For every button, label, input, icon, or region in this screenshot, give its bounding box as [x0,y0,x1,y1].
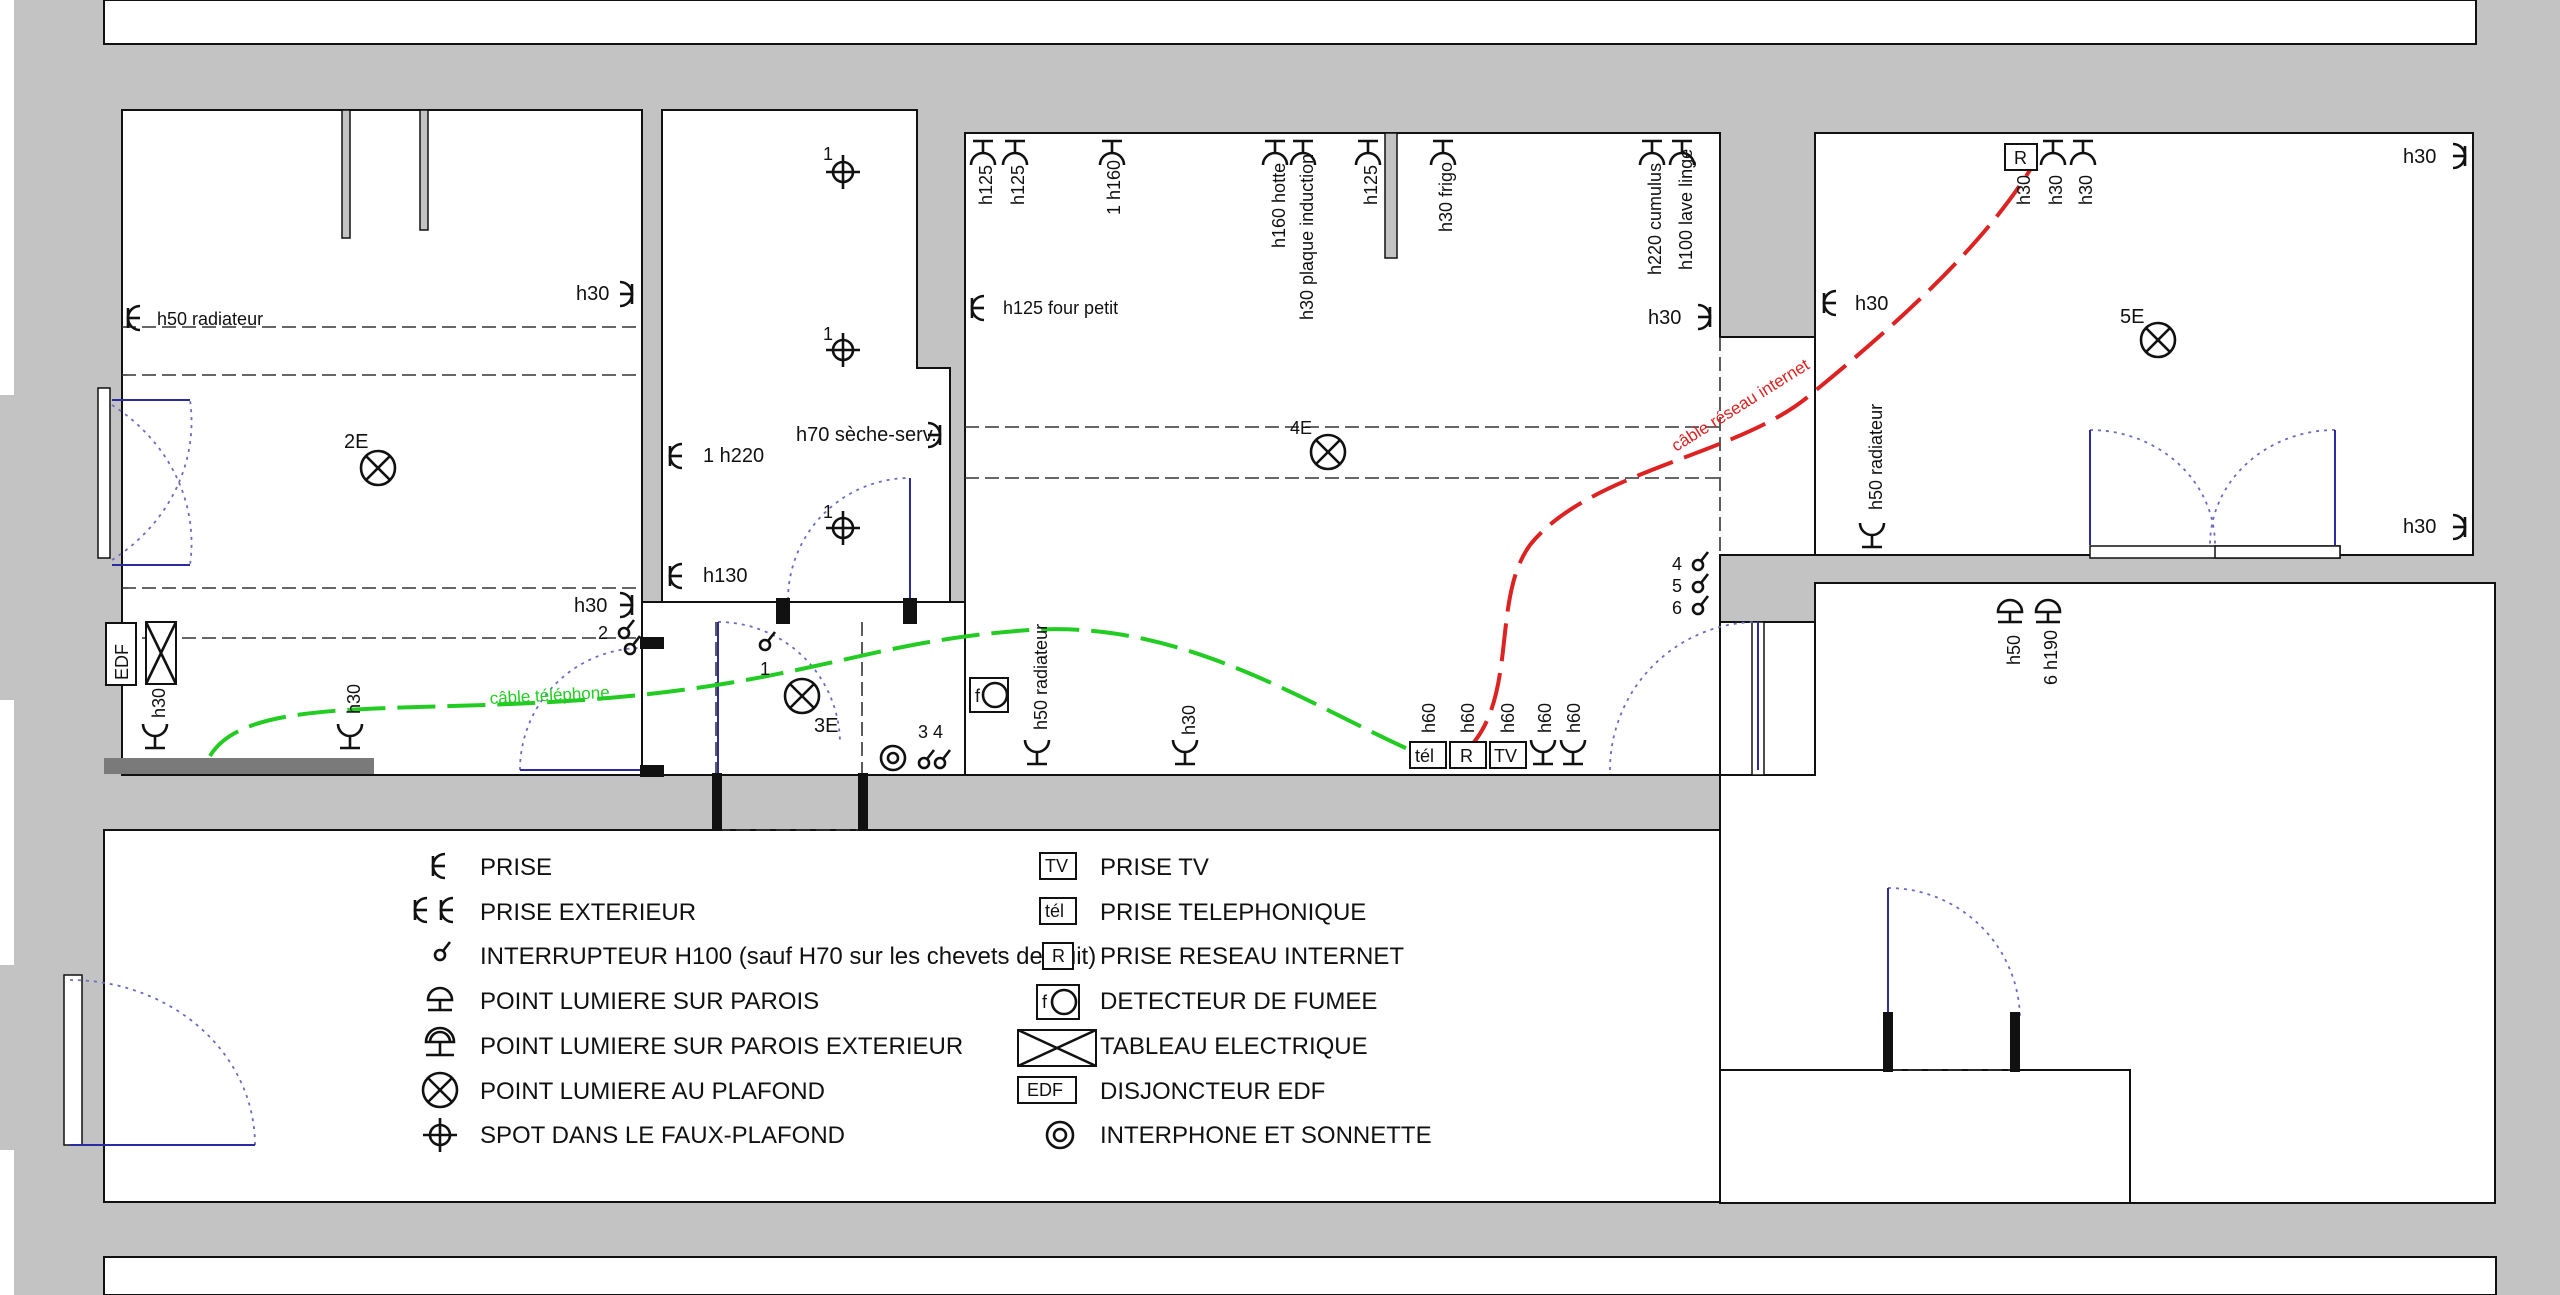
plan-label: R [2014,148,2027,168]
plan-label: 5 [1672,576,1682,596]
room-5e: R h30 h30 h30 h30 h30 5E h50 radiateur h… [1822,139,2467,685]
internet-socket-top [2004,143,2038,171]
legend-tableau: TABLEAU ELECTRIQUE [1100,1033,1368,1060]
plan-label: h30 [2014,175,2034,205]
plan-label: h30 plaque induction [1297,154,1317,320]
plan-label: R [1052,946,1065,966]
plan-label: 3 4 [918,722,943,742]
legend-prise: PRISE [480,854,552,881]
plan-label: 6 [1672,598,1682,618]
legend-pl-parois-ext: POINT LUMIERE SUR PAROIS EXTERIEUR [480,1033,963,1060]
plan-label: h30 [2076,175,2096,205]
plan-label: R [1460,746,1473,766]
plan-label: f [975,686,981,706]
legend-interrupteur: INTERRUPTEUR H100 (sauf H70 sur les chev… [480,943,1096,970]
legend-prise-tel: PRISE TELEPHONIQUE [1100,899,1366,926]
plan-label: 5E [2120,306,2144,328]
room-2e: h50 radiateur h30 2E h30 2 EDF h30 h30 c… [105,280,642,750]
plan-label: h30 [2403,516,2436,538]
plan-label: 4 [1672,554,1682,574]
internet-cable [1463,168,2032,754]
plan-label: 1 [823,502,833,522]
legend: PRISE PRISE EXTERIEUR INTERRUPTEUR H100 … [413,852,1432,1154]
plan-label: 1 [760,659,770,679]
plan-label: tél [1415,746,1434,766]
plan-label: 1 h220 [703,445,764,467]
plan-label: tél [1045,901,1064,921]
plan-label: 3E [814,715,838,737]
plan-label: h50 [2004,635,2024,665]
legend-pl-plafond: POINT LUMIERE AU PLAFOND [480,1078,825,1105]
telephone-cable [208,627,1411,758]
electric-panel [144,621,178,685]
plan-label: h30 [1855,293,1888,315]
jambs [640,598,2020,1072]
internet-socket [1449,741,1487,769]
plan-label: h60 [1498,703,1518,733]
plan-label: 4E [1290,418,1312,438]
legend-prise-ext: PRISE EXTERIEUR [480,899,696,926]
plan-label: h60 [1458,703,1478,733]
plan-label: h50 radiateur [157,309,263,329]
plan-label: 1 [823,324,833,344]
plan-label: 6 h190 [2041,630,2061,685]
plan-label: h30 [574,595,607,617]
plan-label: h30 [344,684,364,714]
legend-disjoncteur: DISJONCTEUR EDF [1100,1078,1325,1105]
plan-label: h130 [703,565,748,587]
plan-label: h220 cumulus [1645,163,1665,275]
legend-detecteur: DETECTEUR DE FUMEE [1100,988,1377,1015]
legend-pl-parois: POINT LUMIERE SUR PAROIS [480,988,819,1015]
plan-label: h50 radiateur [1866,404,1886,510]
plan-label: h30 [2046,175,2066,205]
plan-label: TV [1494,746,1517,766]
plan-label: h160 hotte [1269,163,1289,248]
legend-prise-net: PRISE RESEAU INTERNET [1100,943,1404,970]
plan-label: h30 [1648,307,1681,329]
plan-label: h50 radiateur [1031,624,1051,730]
plan-label: h30 [2403,146,2436,168]
legend-interphone: INTERPHONE ET SONNETTE [1100,1122,1432,1149]
plan-label: h125 [1361,165,1381,205]
plan-label: h60 [1564,703,1584,733]
plan-label: h70 sèche-serv. [796,424,937,446]
plan-label: h30 [149,688,169,718]
plan-label: 1 [823,144,833,164]
legend-spot: SPOT DANS LE FAUX-PLAFOND [480,1122,845,1149]
plan-label: h125 [976,165,996,205]
plan-label: TV [1045,856,1068,876]
plan-label: 2 [598,623,608,643]
plan-label: 2E [344,431,368,453]
tel-socket [1409,741,1447,769]
edf-symbol [105,622,137,686]
plan-label: h30 frigo [1436,162,1456,232]
plan-label: h60 [1535,703,1555,733]
plan-label: h60 [1419,703,1439,733]
tv-socket [1489,741,1527,769]
plan-label: h125 four petit [1003,298,1118,318]
plan-label: h125 [1008,165,1028,205]
plan-label: h30 [1179,705,1199,735]
plan-label: EDF [1027,1080,1063,1100]
door-swings [69,399,2336,1146]
plan-label: h30 [576,283,609,305]
plan-label: 1 h160 [1104,160,1124,215]
plan-label: EDF [112,644,132,680]
plan-label: h100 lave linge [1676,149,1696,270]
plan-label: f [1042,992,1048,1012]
legend-prise-tv: PRISE TV [1100,854,1209,881]
interphone-symbol [879,744,907,772]
room-3e: 1 1 1 1 h220 h130 h70 sèche-serv. 1 3E 3… [668,144,952,772]
rooms [103,0,2497,1295]
